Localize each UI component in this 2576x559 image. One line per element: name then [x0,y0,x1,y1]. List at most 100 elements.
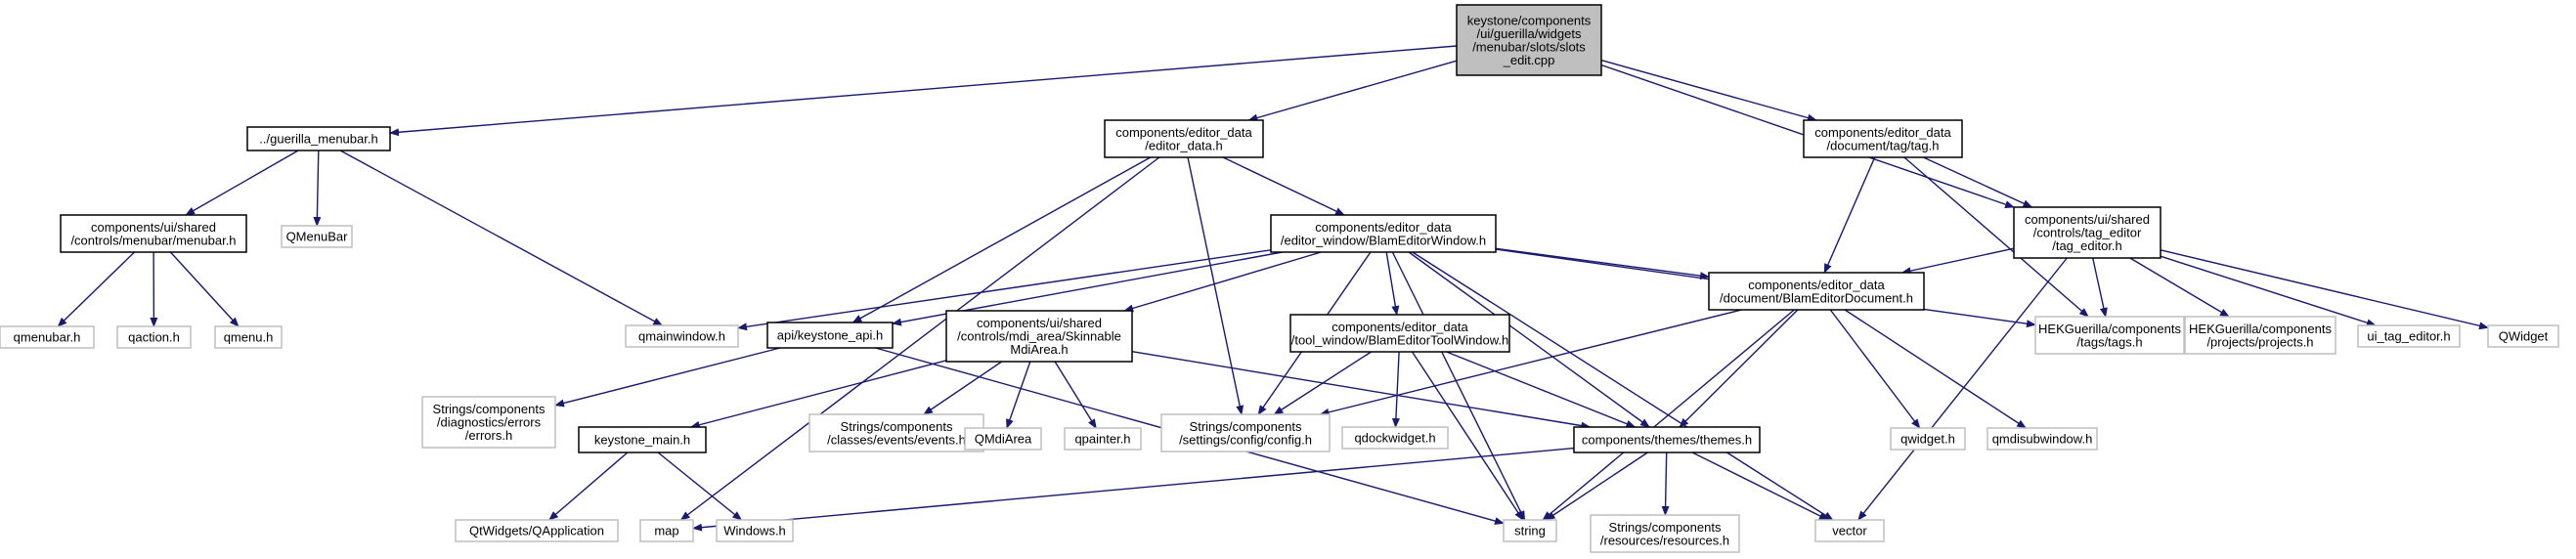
node-resources_h[interactable]: Strings/components/resources/resources.h [1590,514,1740,553]
node-box-tag_editor_h[interactable] [2013,206,2161,259]
node-box-qdockwidget_h[interactable] [1341,426,1449,450]
node-tag_h[interactable]: components/editor_data/document/tag/tag.… [1803,119,1963,158]
node-box-guerilla_menubar_h[interactable] [246,126,391,151]
node-errors_h[interactable]: Strings/components/diagnostics/errors/er… [421,396,556,449]
node-tag_editor_h[interactable]: components/ui/shared/controls/tag_editor… [2013,206,2161,259]
node-box-tags_h[interactable] [2034,316,2185,355]
node-box-config_h[interactable] [1160,413,1331,452]
node-skinnable_mdi_area_h[interactable]: components/ui/shared/controls/mdi_area/S… [945,310,1133,363]
node-qmainwindow_h[interactable]: qmainwindow.h [625,324,739,348]
edge-keystone_api_h-to-errors_h [554,347,781,408]
node-map[interactable]: map [639,519,694,542]
node-box-keystone_api_h[interactable] [766,322,894,349]
node-box-qwidget_big[interactable] [2487,324,2559,348]
node-windows_h[interactable]: Windows.h [716,519,794,542]
edge-blam_editor_tool_window_h-to-config_h [1273,351,1372,415]
node-blam_editor_tool_window_h[interactable]: components/editor_data/tool_window/BlamE… [1289,314,1510,353]
node-box-qmdiarea_h[interactable] [964,427,1042,451]
node-label-config_h-line-1: /settings/config/config.h [1179,432,1312,447]
node-label-slots_edit_cpp-line-1: /ui/guerilla/widgets [1477,26,1582,41]
node-box-qmenubar_big[interactable] [281,225,353,248]
node-label-errors_h-line-0: Strings/components [433,402,546,416]
node-box-skinnable_mdi_area_h[interactable] [945,310,1133,363]
edge-editor_data_h-to-config_h [1187,156,1244,415]
node-label-qwidget_h-line-0: qwidget.h [1900,432,1955,447]
node-keystone_api_h[interactable]: api/keystone_api.h [766,322,894,349]
node-ui_tag_editor_h[interactable]: ui_tag_editor.h [2357,324,2461,348]
edge-themes_h-to-vector [1691,452,1829,521]
nodes-layer: keystone/components/ui/guerilla/widgets /… [0,4,2559,553]
node-slots_edit_cpp[interactable]: keystone/components/ui/guerilla/widgets/… [1456,4,1602,76]
node-blam_editor_document_h[interactable]: components/editor_data/document/BlamEdit… [1708,272,1925,311]
node-menubar_h[interactable]: components/ui/shared/controls/menubar/me… [60,214,247,253]
node-box-errors_h[interactable] [421,396,556,449]
node-config_h[interactable]: Strings/components/settings/config/confi… [1160,413,1331,452]
node-box-qaction_h[interactable] [116,325,192,349]
node-qmenu_h[interactable]: qmenu.h [214,325,283,349]
node-label-tag_editor_h-line-1: /controls/tag_editor [2033,226,2142,240]
edge-tag_h-to-tag_editor_h [1923,156,2033,208]
node-qwidget_big[interactable]: QWidget [2487,324,2559,348]
node-box-menubar_h[interactable] [60,214,247,253]
node-box-qmdisubwindow_h[interactable] [1987,427,2098,451]
node-label-editor_data_h-line-1: /editor_data.h [1145,138,1223,152]
node-box-qmenubar_h[interactable] [0,325,95,349]
node-vector[interactable]: vector [1814,519,1885,542]
node-box-projects_h[interactable] [2184,316,2336,355]
node-label-blam_editor_window_h-line-0: components/editor_data [1315,220,1452,235]
node-box-editor_data_h[interactable] [1104,119,1264,158]
node-box-qwidget_h[interactable] [1890,427,1966,451]
node-label-map-line-0: map [654,524,678,538]
node-box-map[interactable] [639,519,694,542]
edge-skinnable_mdi_area_h-to-qpainter_h [1054,361,1097,429]
node-keystone_main_h[interactable]: keystone_main.h [578,426,707,453]
node-tags_h[interactable]: HEKGuerilla/components/tags/tags.h [2034,316,2185,355]
node-box-ui_tag_editor_h[interactable] [2357,324,2461,348]
node-box-vector[interactable] [1814,519,1885,542]
node-box-blam_editor_document_h[interactable] [1708,272,1925,311]
node-box-windows_h[interactable] [716,519,794,542]
node-box-qmenu_h[interactable] [214,325,283,349]
node-label-menubar_h-line-0: components/ui/shared [91,220,216,235]
node-box-tag_h[interactable] [1803,119,1963,158]
node-label-slots_edit_cpp-line-0: keystone/components [1467,13,1592,27]
node-box-themes_h[interactable] [1573,426,1761,453]
node-label-vector-line-0: vector [1832,524,1867,538]
node-projects_h[interactable]: HEKGuerilla/components/projects/projects… [2184,316,2336,355]
node-box-resources_h[interactable] [1590,514,1740,553]
node-qpainter_h[interactable]: qpainter.h [1064,427,1142,451]
node-events_h[interactable]: Strings/components/classes/events/events… [808,413,984,452]
edge-blam_editor_window_h-to-blam_editor_document_h [1495,247,1710,280]
node-qmenubar_big[interactable]: QMenuBar [281,225,353,248]
node-box-qpainter_h[interactable] [1064,427,1142,451]
edge-themes_h-to-string [1545,452,1648,521]
node-box-blam_editor_tool_window_h[interactable] [1289,314,1510,353]
edge-themes_h-to-map [692,447,1575,532]
edge-blam_editor_window_h-to-string [1391,251,1526,521]
node-box-slots_edit_cpp[interactable] [1456,4,1602,76]
node-themes_h[interactable]: components/themes/themes.h [1573,426,1761,453]
node-label-resources_h-line-0: Strings/components [1609,520,1722,535]
node-label-ui_tag_editor_h-line-0: ui_tag_editor.h [2367,329,2450,344]
node-box-events_h[interactable] [808,413,984,452]
node-box-keystone_main_h[interactable] [578,426,707,453]
node-qapplication[interactable]: QtWidgets/QApplication [455,519,619,542]
node-string[interactable]: string [1503,519,1557,542]
node-box-string[interactable] [1503,519,1557,542]
node-qaction_h[interactable]: qaction.h [116,325,192,349]
node-qmenubar_h[interactable]: qmenubar.h [0,325,95,349]
node-blam_editor_window_h[interactable]: components/editor_data/editor_window/Bla… [1270,214,1497,253]
node-box-blam_editor_window_h[interactable] [1270,214,1497,253]
node-label-blam_editor_tool_window_h-line-1: /tool_window/BlamEditorToolWindow.h [1291,332,1509,347]
node-editor_data_h[interactable]: components/editor_data/editor_data.h [1104,119,1264,158]
edge-guerilla_menubar_h-to-qmainwindow_h [339,150,664,326]
node-qmdiarea_h[interactable]: QMdiArea [964,427,1042,451]
node-guerilla_menubar_h[interactable]: ../guerilla_menubar.h [246,126,391,151]
node-box-qapplication[interactable] [455,519,619,542]
node-label-qwidget_big-line-0: QWidget [2499,329,2549,344]
node-qmdisubwindow_h[interactable]: qmdisubwindow.h [1987,427,2098,451]
node-qdockwidget_h[interactable]: qdockwidget.h [1341,426,1449,450]
edge-tag_h-to-blam_editor_document_h [1823,156,1876,274]
node-qwidget_h[interactable]: qwidget.h [1890,427,1966,451]
node-box-qmainwindow_h[interactable] [625,324,739,348]
